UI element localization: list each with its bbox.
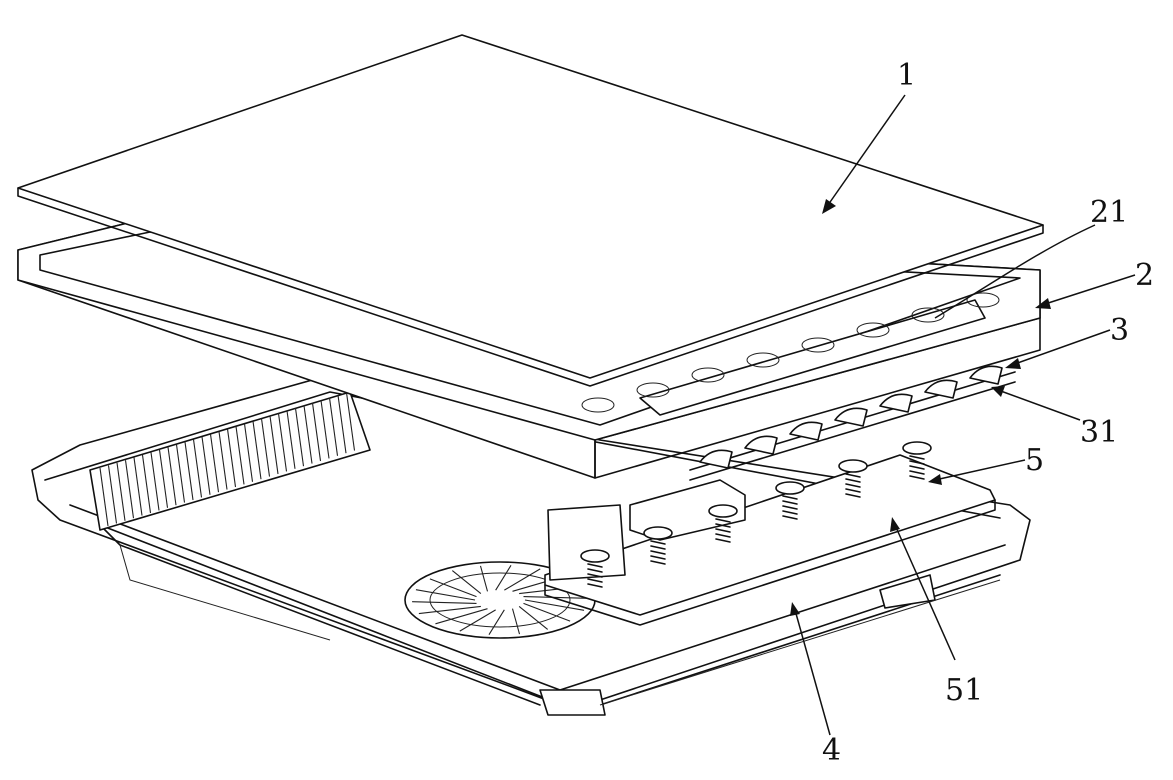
key-cap: [880, 394, 912, 412]
label-2: 2: [1135, 258, 1154, 293]
label-3: 3: [1110, 313, 1129, 348]
leader-2: [1042, 275, 1135, 305]
key-cap: [790, 422, 822, 440]
board-bracket: [548, 505, 625, 580]
label-4: 4: [822, 733, 841, 768]
leader-5: [935, 460, 1025, 480]
reference-labels: 1 21 2 3 31 5 51 4: [822, 58, 1154, 768]
key-cap: [925, 380, 957, 398]
label-51: 51: [945, 673, 983, 708]
label-31: 31: [1080, 415, 1118, 450]
leader-3: [1012, 330, 1110, 365]
label-1: 1: [897, 58, 916, 93]
arrow-31: [991, 386, 1005, 397]
label-21: 21: [1090, 195, 1128, 230]
label-5: 5: [1025, 443, 1044, 478]
base-foot-front: [540, 690, 605, 715]
key-cap: [835, 408, 867, 426]
leader-31: [998, 390, 1080, 420]
